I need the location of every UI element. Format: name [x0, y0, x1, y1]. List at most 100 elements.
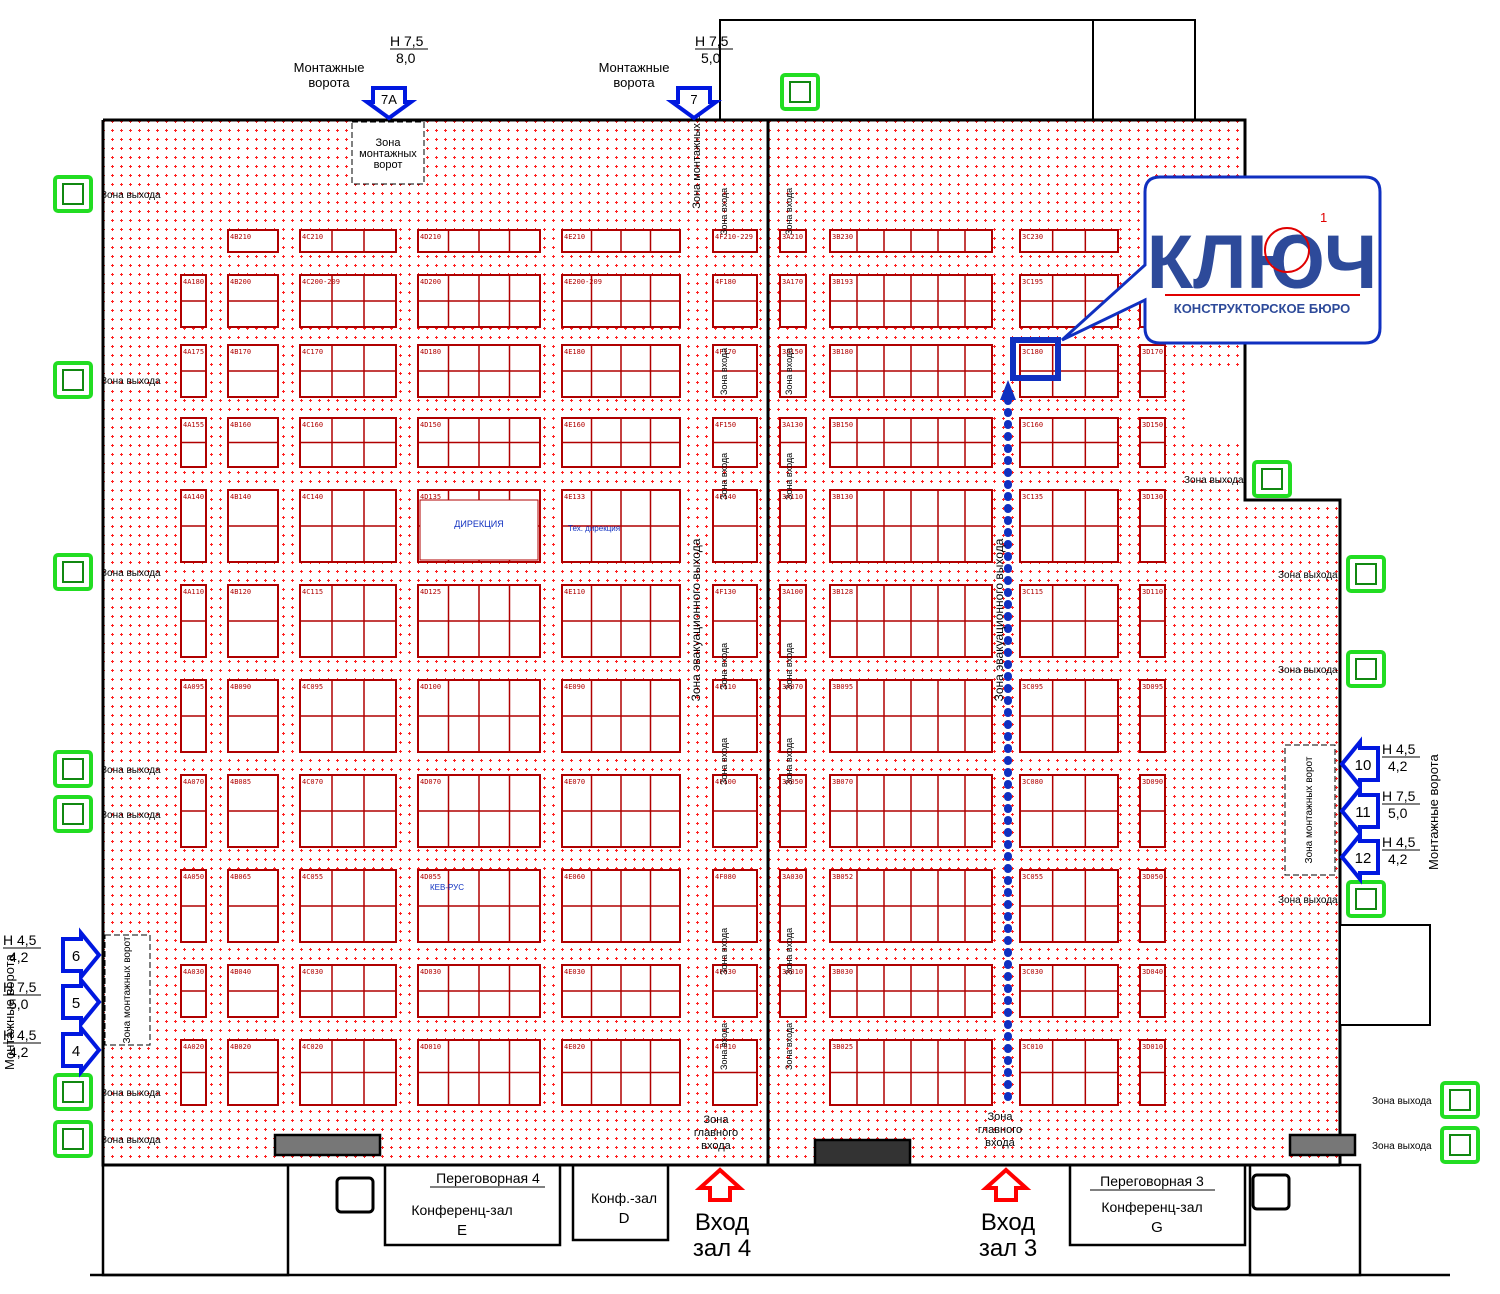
booth-block[interactable]: 4F010 [712, 1039, 758, 1106]
booth-block[interactable]: 3C055 [1019, 869, 1119, 943]
booth-block[interactable]: 4A070 [180, 774, 207, 848]
booth-block[interactable]: 4E030 [561, 964, 681, 1018]
booth-block[interactable]: 3B193 [829, 274, 993, 328]
booth-block[interactable]: 3B130 [829, 489, 993, 563]
booth-block[interactable]: 3B128 [829, 584, 993, 658]
booth-block[interactable]: 4B065 [227, 869, 279, 943]
booth-block[interactable]: 4F150 [712, 417, 758, 468]
booth-block[interactable]: 3D010 [1139, 1039, 1166, 1106]
booth-block[interactable]: 3D090 [1139, 774, 1166, 848]
booth-block[interactable]: 3D150 [1139, 417, 1166, 468]
booth-block[interactable]: 3B030 [829, 964, 993, 1018]
booth-block[interactable]: 4D030 [417, 964, 541, 1018]
booth-block[interactable]: 4D180 [417, 344, 541, 398]
booth-block[interactable]: 3A070 [779, 679, 807, 753]
booth-block[interactable]: 4E020 [561, 1039, 681, 1106]
booth-block[interactable]: 3C080 [1019, 774, 1119, 848]
booth-block[interactable]: 4C115 [299, 584, 397, 658]
booth-block[interactable]: 3B180 [829, 344, 993, 398]
booth-block[interactable]: 4E110 [561, 584, 681, 658]
booth-block[interactable]: 4F180 [712, 274, 758, 328]
booth-block[interactable]: 4F100 [712, 774, 758, 848]
booth-block[interactable]: 4A030 [180, 964, 207, 1018]
booth-block[interactable]: 3C010 [1019, 1039, 1119, 1106]
booth-block[interactable]: 3A030 [779, 869, 807, 943]
booth-block[interactable]: 4A020 [180, 1039, 207, 1106]
booth-block[interactable]: 3D095 [1139, 679, 1166, 753]
booth-block[interactable]: 4F030 [712, 964, 758, 1018]
booth-block[interactable]: 3C115 [1019, 584, 1119, 658]
booth-block[interactable]: 3C030 [1019, 964, 1119, 1018]
booth-block[interactable]: 3D050 [1139, 869, 1166, 943]
booth-block[interactable]: 4D070 [417, 774, 541, 848]
booth-block[interactable]: 3D110 [1139, 584, 1166, 658]
booth-block[interactable]: 4C020 [299, 1039, 397, 1106]
booth-block[interactable]: 3A130 [779, 417, 807, 468]
booth-block[interactable]: 3A010 [779, 964, 807, 1018]
booth-block[interactable]: 3A210 [779, 229, 807, 253]
booth-block[interactable]: 3A100 [779, 584, 807, 658]
booth-block[interactable]: 4B210 [227, 229, 279, 253]
booth-block[interactable]: 3D040 [1139, 964, 1166, 1018]
booth-block[interactable]: 4C055 [299, 869, 397, 943]
booth-block[interactable]: 3A150 [779, 344, 807, 398]
booth-block[interactable]: 4B140 [227, 489, 279, 563]
booth-block[interactable]: 4E210 [561, 229, 681, 253]
booth-block[interactable]: 4D200 [417, 274, 541, 328]
booth-block[interactable]: 3D170 [1139, 344, 1166, 398]
booth-block[interactable]: 4B090 [227, 679, 279, 753]
booth-block[interactable]: 3C230 [1019, 229, 1119, 253]
booth-block[interactable]: 4B160 [227, 417, 279, 468]
booth-block[interactable]: 3C160 [1019, 417, 1119, 468]
booth-block[interactable]: 3C095 [1019, 679, 1119, 753]
booth-block[interactable]: 4B085 [227, 774, 279, 848]
booth-block[interactable]: 4F080 [712, 869, 758, 943]
booth-block[interactable]: 4E200-209 [561, 274, 681, 328]
booth-block[interactable]: 3B230 [829, 229, 993, 253]
booth-block[interactable]: 3C135 [1019, 489, 1119, 563]
booth-block[interactable]: 3B025 [829, 1039, 993, 1106]
booth-block[interactable]: 4A050 [180, 869, 207, 943]
booth-block[interactable]: 3B150 [829, 417, 993, 468]
booth-block[interactable]: 4C170 [299, 344, 397, 398]
booth-block[interactable]: 4E180 [561, 344, 681, 398]
booth-block[interactable]: 3D130 [1139, 489, 1166, 563]
booth-block[interactable]: 4A140 [180, 489, 207, 563]
booth-block[interactable]: 4E070 [561, 774, 681, 848]
booth-block[interactable]: 4C030 [299, 964, 397, 1018]
booth-block[interactable]: 4B040 [227, 964, 279, 1018]
booth-block[interactable]: 4F110 [712, 679, 758, 753]
booth-block[interactable]: 4A175 [180, 344, 207, 398]
booth-block[interactable]: 3B052 [829, 869, 993, 943]
booth-block[interactable]: 4C070 [299, 774, 397, 848]
booth-block[interactable]: 4F170 [712, 344, 758, 398]
booth-block[interactable]: 4C160 [299, 417, 397, 468]
booth-block[interactable]: 4E090 [561, 679, 681, 753]
booth-block[interactable]: 4C140 [299, 489, 397, 563]
booth-block[interactable]: 4B020 [227, 1039, 279, 1106]
booth-block[interactable]: 4C200-209 [299, 274, 397, 328]
booth-block[interactable]: 3A050 [779, 774, 807, 848]
booth-block[interactable]: 4A110 [180, 584, 207, 658]
booth-block[interactable]: 3C180 [1019, 344, 1119, 398]
booth-block[interactable]: 4B170 [227, 344, 279, 398]
booth-block[interactable]: 4C095 [299, 679, 397, 753]
booth-block[interactable]: 4D100 [417, 679, 541, 753]
booth-block[interactable]: 3A170 [779, 274, 807, 328]
booth-block[interactable]: 4A180 [180, 274, 207, 328]
booth-block[interactable]: 3B095 [829, 679, 993, 753]
booth-block[interactable]: 4B200 [227, 274, 279, 328]
booth-block[interactable]: 4F210-229 [712, 229, 758, 253]
booth-block[interactable]: 4E060 [561, 869, 681, 943]
booth-block[interactable]: 4D125 [417, 584, 541, 658]
booth-block[interactable]: 4E160 [561, 417, 681, 468]
booth-block[interactable]: 4F140 [712, 489, 758, 563]
booth-block[interactable]: 4A095 [180, 679, 207, 753]
booth-block[interactable]: 4D055 [417, 869, 541, 943]
booth-block[interactable]: 4C210 [299, 229, 397, 253]
booth-block[interactable]: 4B120 [227, 584, 279, 658]
booth-block[interactable]: 4E133 [561, 489, 681, 563]
booth-block[interactable]: 3B070 [829, 774, 993, 848]
booth-block[interactable]: 4F130 [712, 584, 758, 658]
booth-block[interactable]: 4D150 [417, 417, 541, 468]
